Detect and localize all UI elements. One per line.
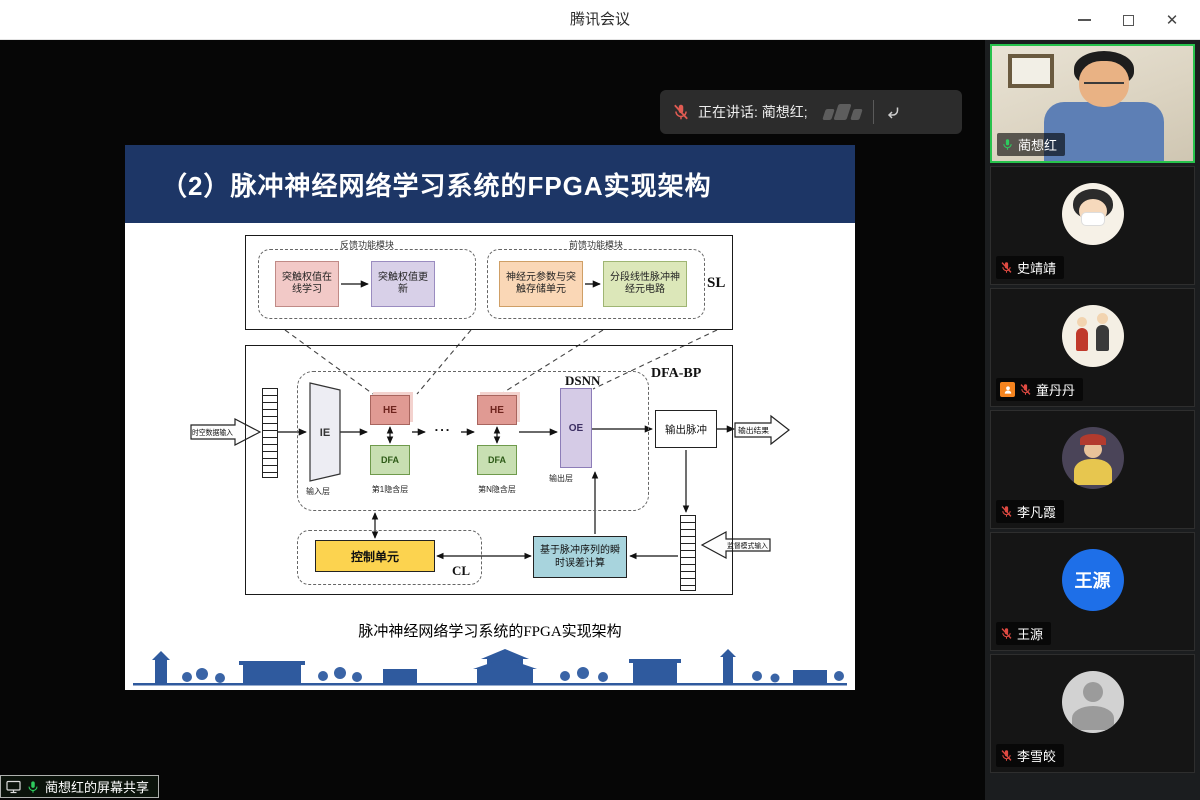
input-layer-label: 输入层 xyxy=(306,487,330,496)
screen-share-pill: 蔺想红的屏幕共享 xyxy=(0,775,160,798)
he-unit-2: HE xyxy=(477,395,517,425)
neuron-param-storage-box: 神经元参数与突触存储单元 xyxy=(499,261,583,307)
sl-label: SL xyxy=(707,275,726,291)
output-arrow-label: 输出结果 xyxy=(738,425,770,435)
audio-wave-icon xyxy=(821,104,863,120)
participant-name-badge: 李凡霞 xyxy=(996,500,1065,523)
participant-name-badge: 蔺想红 xyxy=(997,133,1066,156)
maximize-icon xyxy=(1122,14,1134,26)
feedback-module-frame xyxy=(258,249,476,319)
he-unit-1: HE xyxy=(370,395,410,425)
participant-tile-linxianghong[interactable]: 蔺想红 xyxy=(990,44,1195,163)
dfa-unit-2: DFA xyxy=(477,445,517,475)
close-button[interactable]: ✕ xyxy=(1150,0,1194,40)
participant-name-badge: 王源 xyxy=(996,622,1052,645)
oe-unit: OE xyxy=(560,388,592,468)
window-controls: ✕ xyxy=(1062,0,1194,40)
participant-name-badge: 童丹丹 xyxy=(996,378,1084,401)
control-unit-box: 控制单元 xyxy=(315,540,435,572)
ellipsis-label: ... xyxy=(434,419,452,434)
share-pill-label: 蔺想红的屏幕共享 xyxy=(45,780,150,795)
dfa-bp-label: DFA-BP xyxy=(651,366,702,381)
error-calc-box: 基于脉冲序列的瞬时误差计算 xyxy=(533,536,627,578)
presentation-slide: （2）脉冲神经网络学习系统的FPGA实现架构 xyxy=(125,145,855,690)
screen-share-stage: 正在讲话: 蔺想红; （2）脉冲神经网络学习系统的FPGA实现架构 xyxy=(0,40,985,800)
supervise-arrow-label: 监督模式输入 xyxy=(727,541,768,550)
window-title: 腾讯会议 xyxy=(569,11,630,28)
cl-label: CL xyxy=(452,563,471,578)
diagram-caption: 脉冲神经网络学习系统的FPGA实现架构 xyxy=(358,624,622,640)
output-spike-box: 输出脉冲 xyxy=(655,410,717,448)
mic-muted-icon xyxy=(1001,750,1012,761)
participant-tile-tongdandan[interactable]: 童丹丹 xyxy=(990,288,1195,407)
minimize-button[interactable] xyxy=(1062,0,1106,40)
minimize-icon xyxy=(1077,19,1091,21)
speaking-banner: 正在讲话: 蔺想红; xyxy=(660,90,962,134)
participant-tile-lixuejiao[interactable]: 李雪皎 xyxy=(990,654,1195,773)
slide-title: （2）脉冲神经网络学习系统的FPGA实现架构 xyxy=(161,170,712,201)
mic-on-icon xyxy=(1003,139,1012,150)
avatar xyxy=(1061,427,1124,489)
synapse-online-learning-box: 突触权值在线学习 xyxy=(275,261,339,307)
screen-share-icon xyxy=(6,780,21,793)
mic-on-icon xyxy=(28,780,38,793)
close-icon: ✕ xyxy=(1165,11,1179,29)
avatar xyxy=(1061,305,1124,367)
mic-muted-icon xyxy=(1001,262,1012,273)
input-buffer xyxy=(262,388,278,478)
supervision-buffer xyxy=(680,515,696,591)
ie-label: IE xyxy=(320,427,330,439)
participants-sidebar: 蔺想红 史靖靖 xyxy=(985,40,1200,800)
fpga-architecture-diagram: 时空数据输入 输出结果 监督模式输入 IE 反馈功能模块 前馈功能模块 xyxy=(125,223,855,690)
synapse-weight-update-box: 突触权值更新 xyxy=(371,261,435,307)
feedforward-module-frame xyxy=(487,249,705,319)
collapse-banner-icon[interactable] xyxy=(884,103,902,121)
speaking-label: 正在讲话: 蔺想红; xyxy=(698,104,808,120)
avatar: 王源 xyxy=(1061,549,1124,611)
dsnn-label: DSNN xyxy=(565,373,601,388)
slide-header: （2）脉冲神经网络学习系统的FPGA实现架构 xyxy=(125,145,855,223)
host-badge-icon xyxy=(1000,382,1015,397)
participant-tile-shijingjing[interactable]: 史靖靖 xyxy=(990,166,1195,285)
sl-module-frame xyxy=(245,235,733,330)
title-bar: 腾讯会议 ✕ xyxy=(0,0,1200,40)
maximize-button[interactable] xyxy=(1106,0,1150,40)
dfa-unit-1: DFA xyxy=(370,445,410,475)
banner-divider xyxy=(872,100,874,124)
dsnn-frame xyxy=(297,371,649,511)
main-module-frame xyxy=(245,345,733,595)
hidden-layer-n-label: 第N隐含层 xyxy=(478,485,516,494)
campus-skyline xyxy=(133,649,847,686)
pwl-neuron-circuit-box: 分段线性脉冲神经元电路 xyxy=(603,261,687,307)
input-arrow-label: 时空数据输入 xyxy=(192,427,233,437)
feedforward-module-label: 前馈功能模块 xyxy=(568,240,623,250)
hidden-layer-1-label: 第1隐含层 xyxy=(371,485,409,494)
output-layer-label: 输出层 xyxy=(549,474,573,483)
feedback-module-label: 反馈功能模块 xyxy=(339,240,394,250)
mic-muted-icon xyxy=(1020,384,1031,395)
participant-name-badge: 李雪皎 xyxy=(996,744,1065,767)
mic-muted-icon xyxy=(1001,628,1012,639)
mic-muted-icon xyxy=(674,104,688,120)
avatar xyxy=(1061,183,1124,245)
diagram-connectors: 时空数据输入 输出结果 监督模式输入 IE xyxy=(190,280,790,560)
participant-tile-wangyuan[interactable]: 王源 王源 xyxy=(990,532,1195,651)
participant-tile-lifanxia[interactable]: 李凡霞 xyxy=(990,410,1195,529)
mic-muted-icon xyxy=(1001,506,1012,517)
participant-name-badge: 史靖靖 xyxy=(996,256,1065,279)
avatar xyxy=(1061,671,1124,733)
